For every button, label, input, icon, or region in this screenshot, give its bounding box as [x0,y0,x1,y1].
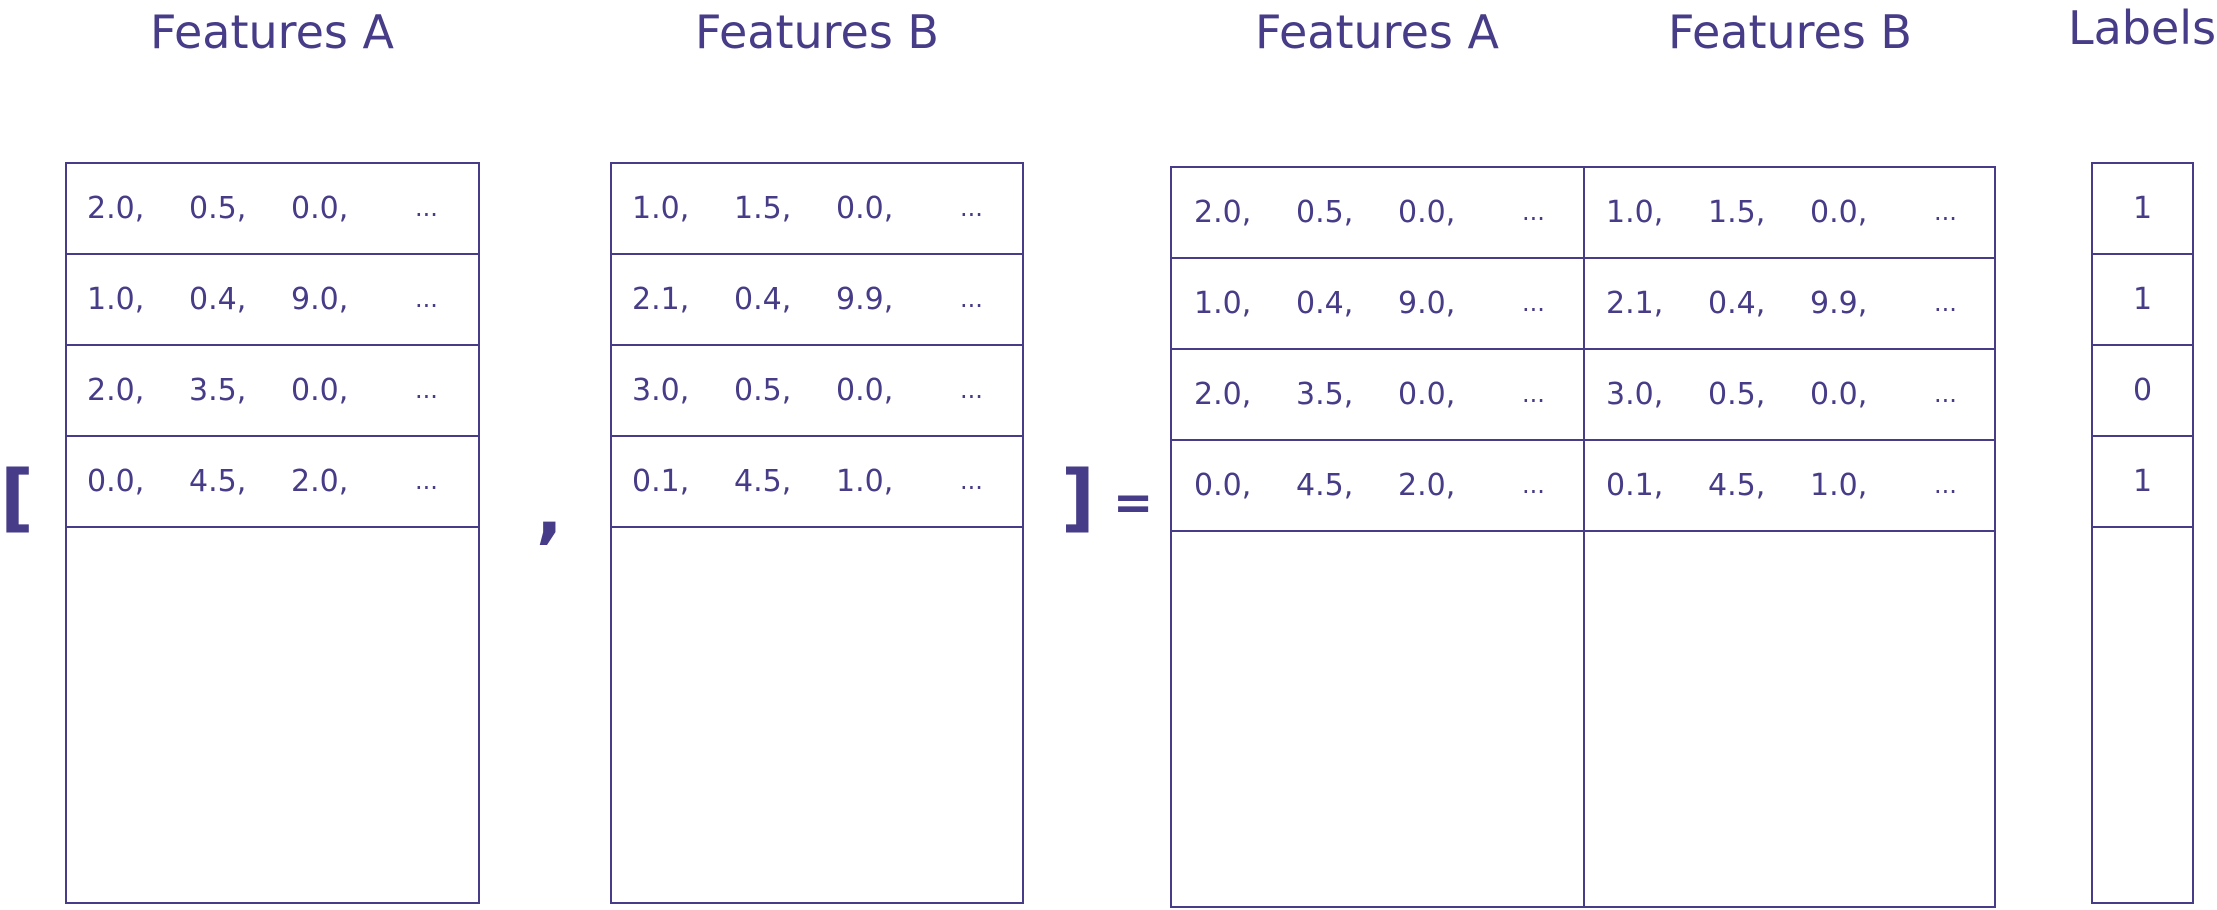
combined-features-a-cell: ... [1522,380,1545,408]
combined-features-a-cell: 4.5, [1296,468,1354,503]
left-features-a-row: 2.0, 3.5, 0.0,... [67,346,478,437]
labels-row: 1 [2093,164,2192,255]
title-right-features-a: Features A [1255,5,1499,59]
left-features-a-row: 1.0, 0.4, 9.0,... [67,255,478,346]
left-features-b-cell: 0.4, [734,282,792,317]
left-features-a-cell: 2.0, [87,191,145,226]
combined-features-a-cell: 0.0, [1398,377,1456,412]
left-features-b-cell: 0.0, [836,191,894,226]
left-features-b-cell: 1.0, [836,464,894,499]
combined-features-a-cell: 0.5, [1296,195,1354,230]
left-features-a-cell: 1.0, [87,282,145,317]
close-bracket-symbol: ] [1061,455,1095,541]
combined-row: 2.0, 1.0, 0.5, 1.5, 0.0, 0.0,...... [1172,168,1994,259]
title-labels: Labels [2067,1,2217,55]
left-features-b-cell: 0.5, [734,373,792,408]
combined-row: 0.0, 0.1, 4.5, 4.5, 2.0, 1.0,...... [1172,441,1994,532]
left-features-a-cell: ... [415,376,438,404]
left-features-a-cell: 4.5, [189,464,247,499]
combined-features-b-cell: 0.4, [1708,286,1766,321]
label-value: 1 [2132,191,2153,226]
left-features-b-cell: ... [960,376,983,404]
left-features-b-cell: ... [960,467,983,495]
combined-features-a-cell: 2.0, [1194,377,1252,412]
combined-features-a-cell: 9.0, [1398,286,1456,321]
title-left-features-a: Features A [150,5,394,59]
combined-features-a-cell: ... [1522,198,1545,226]
left-features-a-cell: 9.0, [291,282,349,317]
combined-features-b-cell: 1.5, [1708,195,1766,230]
combined-features-a-cell: 1.0, [1194,286,1252,321]
labels-row: 0 [2093,346,2192,437]
left-features-b-cell: 1.0, [632,191,690,226]
title-left-features-b: Features B [695,5,939,59]
left-features-b-row: 2.1, 0.4, 9.9,... [612,255,1022,346]
combined-features-b-cell: 9.9, [1810,286,1868,321]
combined-features-b-cell: 0.1, [1606,468,1664,503]
left-features-b-table: 1.0, 1.5, 0.0,... 2.1, 0.4, 9.9,... 3.0, 0.5, 0.… [610,162,1024,904]
label-value: 0 [2132,373,2153,408]
combined-features-a-cell: 3.5, [1296,377,1354,412]
left-features-b-cell: 1.5, [734,191,792,226]
combined-features-a-cell: ... [1522,471,1545,499]
left-features-a-cell: ... [415,194,438,222]
labels-row: 1 [2093,255,2192,346]
left-features-a-cell: 0.5, [189,191,247,226]
left-features-b-cell: 9.9, [836,282,894,317]
combined-features-b-cell: ... [1934,198,1957,226]
combined-features-table: 2.0, 1.0, 0.5, 1.5, 0.0, 0.0,...... 1.0, 2.1, 0.… [1170,166,1996,908]
combined-features-b-cell: ... [1934,289,1957,317]
left-features-b-cell: 4.5, [734,464,792,499]
left-features-b-cell: 3.0, [632,373,690,408]
combined-features-b-cell: ... [1934,380,1957,408]
combined-features-b-cell: 0.0, [1810,377,1868,412]
left-features-b-cell: ... [960,194,983,222]
left-features-b-row: 3.0, 0.5, 0.0,... [612,346,1022,437]
combined-features-b-cell: 0.5, [1708,377,1766,412]
left-features-a-cell: 0.0, [291,191,349,226]
left-features-a-cell: 2.0, [87,373,145,408]
combined-features-a-cell: 0.4, [1296,286,1354,321]
left-features-b-row: 0.1, 4.5, 1.0,... [612,437,1022,528]
combined-features-a-cell: 0.0, [1194,468,1252,503]
label-value: 1 [2132,282,2153,317]
left-features-a-cell: 0.0, [291,373,349,408]
left-features-b-cell: 0.1, [632,464,690,499]
combined-features-b-cell: ... [1934,471,1957,499]
combined-features-b-cell: 1.0, [1810,468,1868,503]
combined-row: 1.0, 2.1, 0.4, 0.4, 9.0, 9.9,...... [1172,259,1994,350]
left-features-a-cell: 3.5, [189,373,247,408]
combined-features-a-cell: ... [1522,289,1545,317]
combined-features-a-cell: 0.0, [1398,195,1456,230]
labels-row: 1 [2093,437,2192,528]
left-features-b-cell: 2.1, [632,282,690,317]
equals-symbol: = [1113,475,1154,531]
combined-row: 2.0, 3.0, 3.5, 0.5, 0.0, 0.0,...... [1172,350,1994,441]
combined-features-b-cell: 2.1, [1606,286,1664,321]
left-features-a-cell: ... [415,467,438,495]
labels-table: 1 1 0 1 [2091,162,2194,904]
combined-features-a-cell: 2.0, [1194,195,1252,230]
combined-table-divider [1583,168,1585,906]
left-features-a-cell: 0.4, [189,282,247,317]
combined-features-b-cell: 4.5, [1708,468,1766,503]
title-right-features-b: Features B [1668,5,1912,59]
left-features-a-table: 2.0, 0.5, 0.0,... 1.0, 0.4, 9.0,... 2.0, 3.5, 0.… [65,162,480,904]
combined-features-b-cell: 3.0, [1606,377,1664,412]
left-features-a-row: 2.0, 0.5, 0.0,... [67,164,478,255]
comma-symbol: , [536,470,563,552]
left-features-b-cell: ... [960,285,983,313]
left-features-a-row: 0.0, 4.5, 2.0,... [67,437,478,528]
combined-features-b-cell: 1.0, [1606,195,1664,230]
label-value: 1 [2132,464,2153,499]
open-bracket-symbol: [ [0,455,34,541]
left-features-a-cell: 2.0, [291,464,349,499]
combined-features-b-cell: 0.0, [1810,195,1868,230]
left-features-a-cell: 0.0, [87,464,145,499]
left-features-b-cell: 0.0, [836,373,894,408]
left-features-a-cell: ... [415,285,438,313]
combined-features-a-cell: 2.0, [1398,468,1456,503]
left-features-b-row: 1.0, 1.5, 0.0,... [612,164,1022,255]
